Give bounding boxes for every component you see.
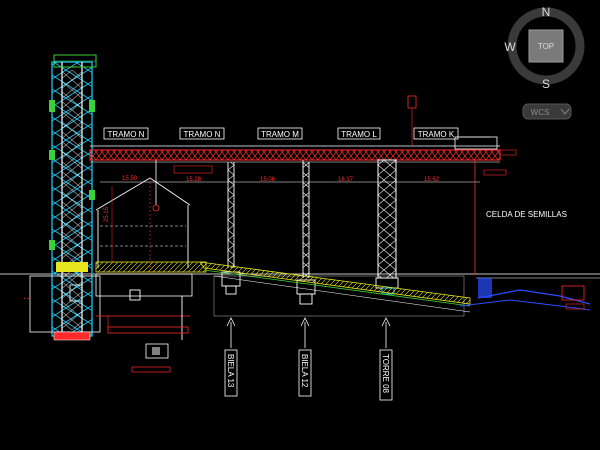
seed-cell [459,277,600,311]
span-label-3: TRAMO M [261,130,299,139]
span-label-1: TRAMO N [108,130,145,139]
warehouse [95,177,207,340]
span-labels: TRAMO N TRAMO N TRAMO M TRAMO L TRAMO K [103,127,459,140]
conveyor-truss [89,136,501,183]
dimension-height: 25.15 [104,206,110,222]
compass-south[interactable]: S [542,77,550,91]
detail-callout [131,343,171,373]
vertical-label-2: BIELA 12 [300,354,309,388]
dimensions: 15.50 15.28 15.06 16.17 15.62 25.15 [104,149,517,262]
span-label-box [413,127,459,140]
dimension-2: 15.28 [186,177,202,183]
span-label-4: TRAMO L [341,130,377,139]
span-label-2: TRAMO N [184,130,221,139]
annotation-celda: CELDA DE SEMILLAS [486,210,567,219]
section-marker-2: BIELA 12 [298,317,312,397]
navigation-cube[interactable]: TOP N S W WCS [504,5,585,120]
ucs-menu[interactable] [522,103,572,120]
vertical-label-1: BIELA 13 [226,354,235,388]
section-marker-1: BIELA 13 [224,317,238,397]
section-marker-3: TORRE 08 [379,317,393,401]
top-face-label: TOP [538,42,554,51]
dimension-1: 15.50 [122,176,138,182]
dimension-3: 15.06 [260,177,276,183]
span-label-box [257,127,303,140]
span-label-box [337,127,381,140]
vertical-label-3: TORRE 08 [381,354,390,394]
span-label-box [179,127,225,140]
elevator-tower: ▪ ▪ [24,54,101,341]
dimension-5: 15.62 [424,177,440,183]
support-tower [375,159,399,295]
dimension-4: 16.17 [338,177,354,183]
span-label-5: TRAMO K [418,130,455,139]
inclined-conveyor [199,261,471,317]
ucs-menu-label: WCS [531,108,550,117]
chevron-down-icon [560,108,570,115]
span-label-box [103,127,149,140]
support-markers [152,95,476,275]
svg-text:▪ ▪: ▪ ▪ [24,296,29,302]
compass-ring[interactable] [507,7,585,85]
top-face[interactable] [528,29,564,63]
compass-west[interactable]: W [504,40,516,54]
compass-north[interactable]: N [542,5,551,19]
